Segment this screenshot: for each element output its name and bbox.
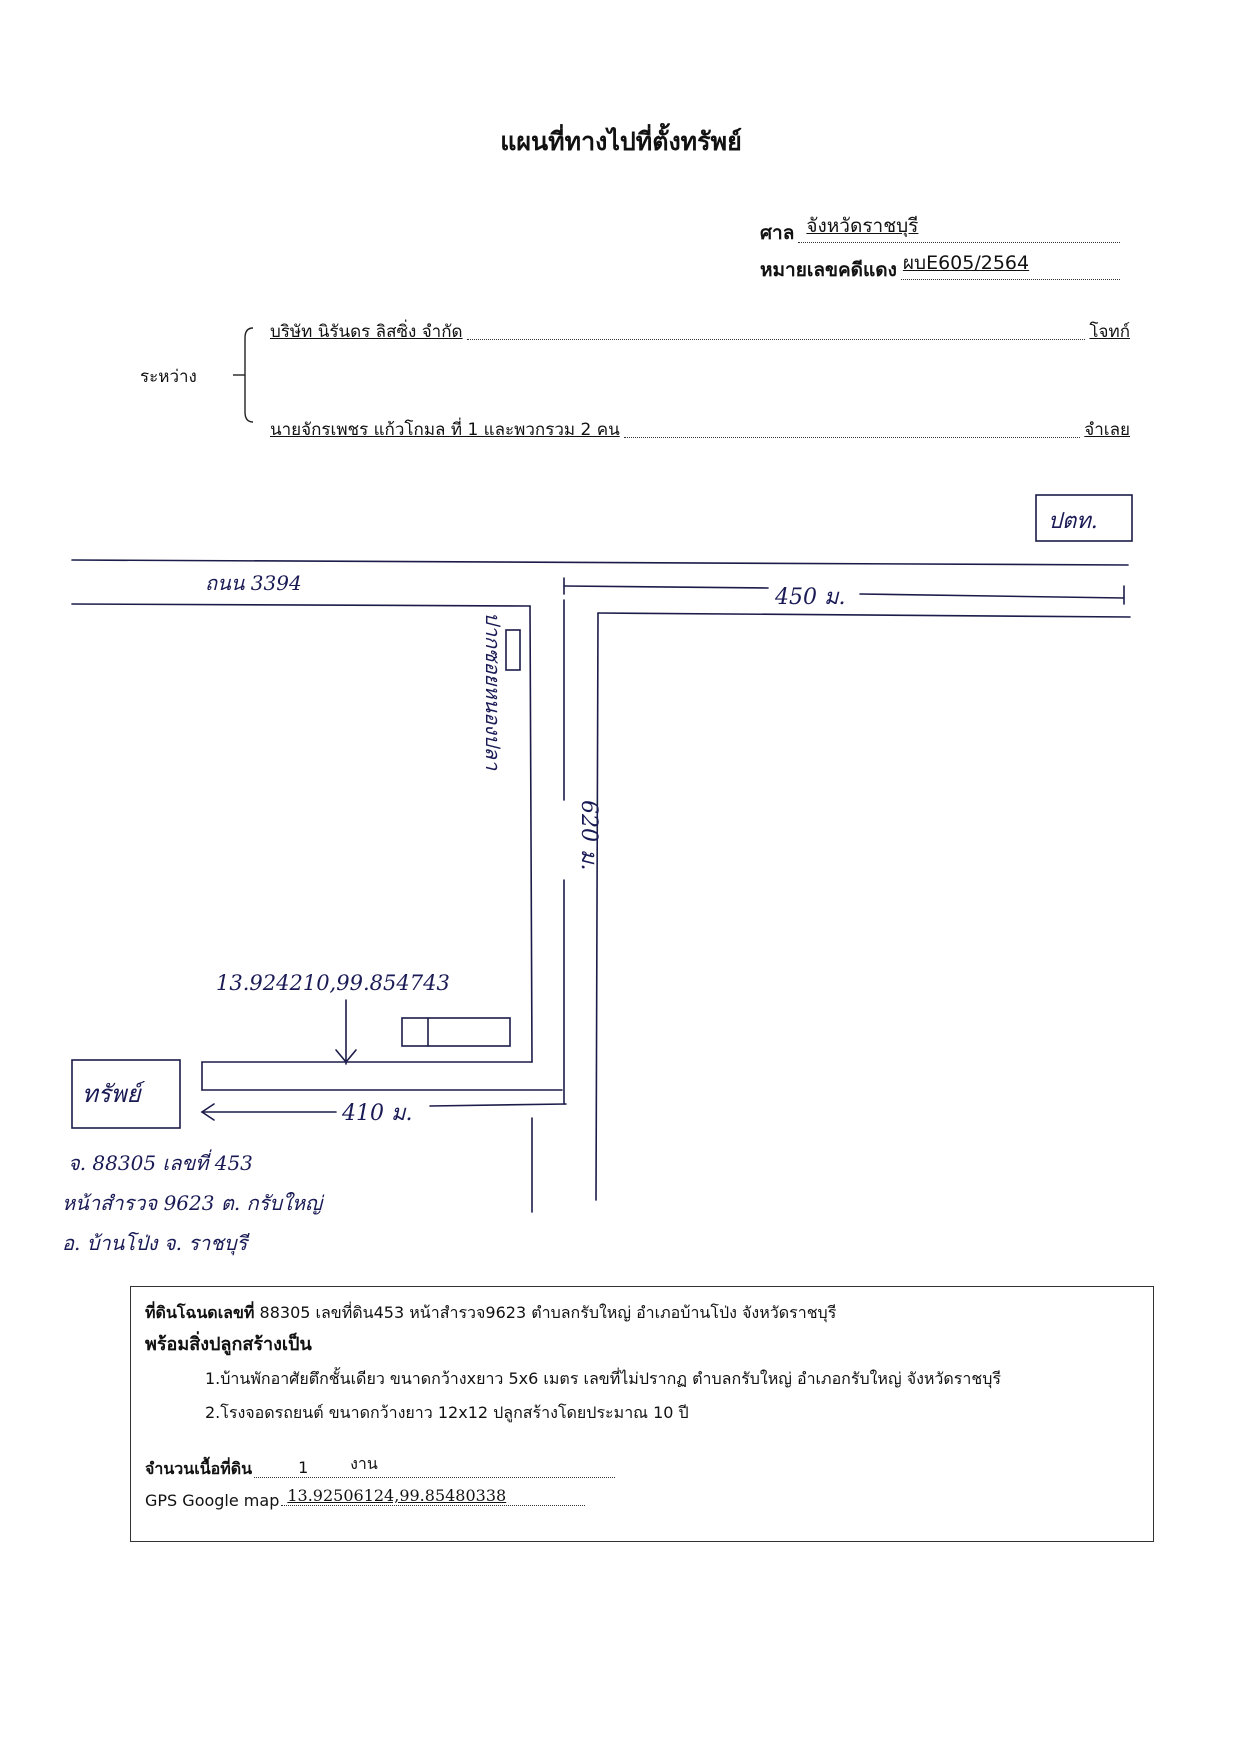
between-label: ระหว่าง — [140, 367, 197, 387]
main-road-label: ถนน 3394 — [205, 571, 302, 595]
buildings-heading: พร้อมสิ่งปลูกสร้างเป็น — [145, 1334, 312, 1355]
ptt-station-label: ปตท. — [1048, 509, 1098, 534]
main-road-bottom-edge-left — [71, 603, 531, 607]
distance-vertical-label: 620 ม. — [576, 800, 601, 870]
party-bracket — [233, 327, 254, 423]
gps-point-label: 13.924210,99.854743 — [216, 971, 450, 995]
gps-value: 13.92506124,99.85480338 — [287, 1486, 507, 1505]
defendant-role: จำเลย — [1084, 420, 1130, 440]
building-marker — [401, 1017, 511, 1047]
page-title: แผนที่ทางไปที่ตั้งทรัพย์ — [500, 127, 742, 156]
property-note-1: จ. 88305 เลขที่ 453 — [68, 1149, 253, 1175]
distance-top-label: 450 ม. — [774, 585, 845, 610]
property-info-box: ที่ดินโฉนดเลขที่ 88305 เลขที่ดิน453 หน้า… — [130, 1286, 1154, 1542]
building-item-2: 2.โรงจอดรถยนต์ ขนาดกว้างยาว 12x12 ปลูกสร… — [205, 1403, 689, 1422]
land-area-label: จำนวนเนื้อที่ดิน — [145, 1459, 253, 1478]
distance-top-line-right — [859, 593, 1125, 599]
distance-top-line-left — [563, 585, 769, 589]
defendant-name: นายจักรเพชร แก้วโกมล ที่ 1 และพวกรวม 2 ค… — [270, 420, 620, 440]
court-value: จังหวัดราชบุรี — [806, 215, 919, 237]
defendant-line: นายจักรเพชร แก้วโกมล ที่ 1 และพวกรวม 2 ค… — [270, 416, 1130, 443]
side-road-right-edge — [595, 612, 599, 1201]
side-road-left-edge-upper — [529, 605, 533, 1063]
property-box-label: ทรัพย์ — [82, 1080, 146, 1108]
gps-line: GPS Google map 13.92506124,99.85480338 — [145, 1486, 585, 1510]
roadside-marker — [505, 629, 521, 671]
case-number-label: หมายเลขคดีแดง — [760, 259, 897, 281]
property-note-3: อ. บ้านโป่ง จ. ราชบุรี — [62, 1231, 250, 1256]
plaintiff-name: บริษัท นิรันดร ลิสซิ่ง จำกัด — [270, 322, 463, 342]
main-road-top-edge — [71, 559, 1129, 566]
property-note-2: หน้าสำรวจ 9623 ต. กรับใหญ่ — [62, 1191, 325, 1215]
plaintiff-line: บริษัท นิรันดร ลิสซิ่ง จำกัด โจทก์ — [270, 318, 1130, 345]
property-box — [71, 1059, 181, 1129]
title-deed-details: 88305 เลขที่ดิน453 หน้าสำรวจ9623 ตำบลกรั… — [254, 1303, 837, 1322]
main-road-bottom-edge-right — [597, 612, 1131, 618]
court-label: ศาล — [760, 222, 795, 244]
ptt-station-box — [1035, 494, 1133, 542]
distance-bottom-line-right — [429, 1103, 567, 1107]
gps-label: GPS Google map — [145, 1491, 280, 1510]
route-map: ปตท. ถนน 3394 450 ม. ปากซอยหนองปลา 620 ม… — [62, 494, 1133, 1256]
building-item-1: 1.บ้านพักอาศัยตึกชั้นเดียว ขนาดกว้างxยาว… — [205, 1369, 1001, 1388]
land-area-line: จำนวนเนื้อที่ดิน 1 งาน — [145, 1454, 615, 1482]
land-area-unit: งาน — [350, 1454, 378, 1473]
distance-bottom-label: 410 ม. — [341, 1101, 412, 1126]
court-line: ศาล จังหวัดราชบุรี — [760, 215, 1120, 248]
title-deed-line: ที่ดินโฉนดเลขที่ 88305 เลขที่ดิน453 หน้า… — [145, 1301, 836, 1326]
side-road-label: ปากซอยหนองปลา — [481, 612, 505, 771]
title-deed-label: ที่ดินโฉนดเลขที่ — [145, 1303, 255, 1322]
land-area-value: 1 — [298, 1458, 309, 1477]
plaintiff-role: โจทก์ — [1089, 322, 1130, 342]
case-number-line: หมายเลขคดีแดง ผบE605/2564 — [760, 252, 1120, 285]
case-number-value: ผบE605/2564 — [902, 252, 1030, 274]
